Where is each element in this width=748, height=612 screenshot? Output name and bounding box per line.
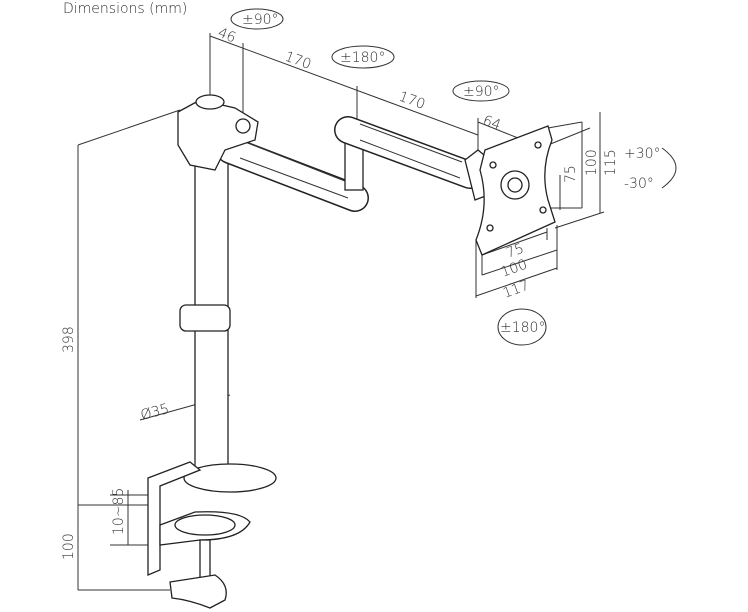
dim-vesa-h-75: 75: [504, 241, 526, 262]
diagram-title: Dimensions (mm): [63, 1, 187, 17]
dim-clamp-height: 100: [61, 533, 77, 560]
dim-pole-height: 398: [61, 326, 77, 353]
elbow-swivel-label: ±180°: [340, 50, 385, 66]
head-swivel-label: ±90°: [463, 84, 500, 100]
dim-arm-1: 170: [283, 49, 314, 73]
rotation-indicators: ±90° ±180° ±90° +30° -30° ±180°: [230, 8, 677, 346]
dim-vesa-v-100: 100: [584, 149, 600, 176]
dim-pole-offset: 46: [216, 25, 239, 47]
vesa-plate: [475, 125, 556, 256]
dimension-labels: 46 170 170 64 75 100 115 75 100 117 398 …: [61, 25, 619, 560]
dim-plate-width: 117: [501, 278, 532, 302]
dim-plate-height: 115: [603, 149, 619, 176]
rotation-label: ±180°: [500, 320, 545, 336]
dim-pole-diameter: Ø35: [139, 401, 171, 424]
tilt-up-label: +30°: [624, 146, 661, 162]
dimension-lines: [77, 33, 605, 591]
tilt-down-label: -30°: [624, 176, 654, 192]
pole: [179, 149, 277, 493]
arm: [177, 94, 491, 212]
dim-vesa-v-75: 75: [563, 165, 579, 183]
dim-clamp-range: 10~85: [111, 488, 127, 535]
dim-head: 64: [481, 113, 503, 134]
base-swivel-label: ±90°: [242, 12, 279, 28]
dim-arm-2: 170: [397, 89, 428, 113]
desk-clamp: [147, 461, 251, 609]
